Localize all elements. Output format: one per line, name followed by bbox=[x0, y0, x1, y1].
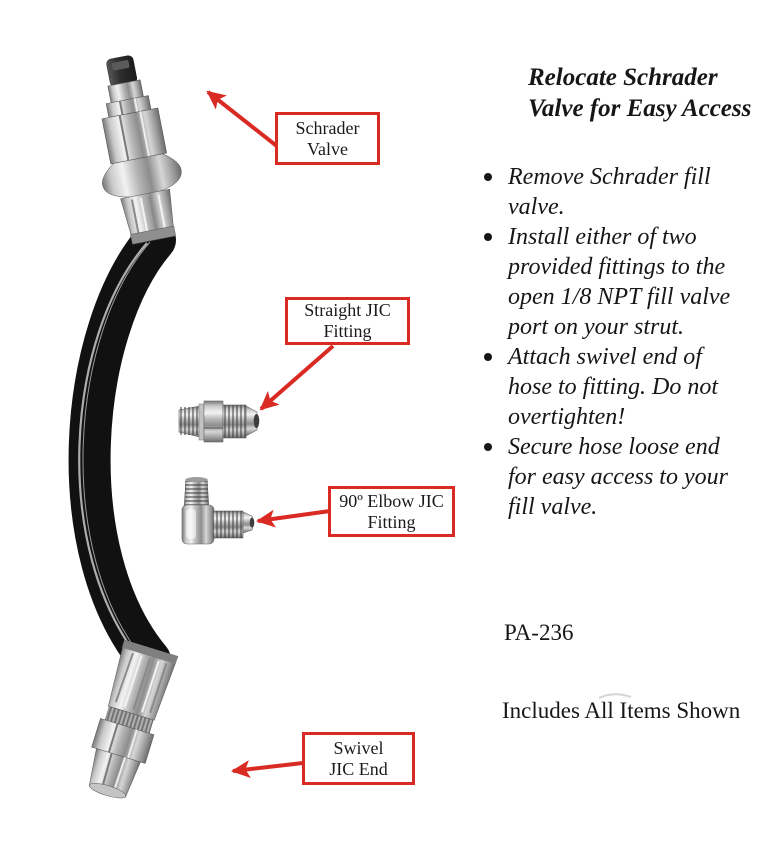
straight-jic-fitting bbox=[178, 400, 260, 443]
bullet-dot bbox=[484, 173, 492, 181]
label-elbow-jic-text: 90º Elbow JIC Fitting bbox=[339, 490, 444, 532]
swivel-jic-end bbox=[88, 639, 179, 799]
arrow-straight-jic bbox=[259, 344, 335, 411]
list-item: Attach swivel end of hose to fitting. Do… bbox=[484, 342, 764, 432]
part-number: PA-236 bbox=[504, 620, 574, 645]
label-straight-jic-fitting: Straight JIC Fitting bbox=[285, 297, 410, 345]
instruction-text: Install either of two provided fittings … bbox=[508, 224, 731, 340]
smudge-artifact bbox=[598, 693, 632, 699]
label-elbow-jic-fitting: 90º Elbow JIC Fitting bbox=[328, 486, 455, 537]
arrow-schrader-valve bbox=[206, 90, 280, 149]
instruction-text: Attach swivel end of hose to fitting. Do… bbox=[508, 344, 718, 430]
schrader-valve-end bbox=[101, 55, 182, 245]
arrow-swivel-jic bbox=[231, 760, 304, 779]
label-schrader-valve: Schrader Valve bbox=[275, 112, 380, 165]
label-swivel-jic-text: Swivel JIC End bbox=[329, 737, 388, 779]
hose bbox=[68, 219, 176, 681]
arrow-elbow-jic bbox=[256, 509, 331, 528]
bullet-dot bbox=[484, 443, 492, 451]
label-schrader-valve-text: Schrader Valve bbox=[295, 117, 360, 159]
list-item: Remove Schrader fill valve. bbox=[484, 162, 764, 222]
bullet-dot bbox=[484, 353, 492, 361]
instruction-text: Remove Schrader fill valve. bbox=[508, 164, 711, 220]
label-swivel-jic-end: Swivel JIC End bbox=[302, 732, 415, 785]
instruction-list: Remove Schrader fill valve. Install eith… bbox=[484, 162, 764, 522]
list-item: Install either of two provided fittings … bbox=[484, 222, 764, 342]
elbow-jic-fitting bbox=[181, 477, 255, 545]
instruction-text: Secure hose loose end for easy access to… bbox=[508, 434, 728, 520]
label-straight-jic-text: Straight JIC Fitting bbox=[304, 300, 391, 341]
bullet-dot bbox=[484, 233, 492, 241]
includes-note: Includes All Items Shown bbox=[502, 698, 741, 723]
list-item: Secure hose loose end for easy access to… bbox=[484, 432, 764, 522]
page-title: Relocate Schrader Valve for Easy Access bbox=[528, 64, 752, 122]
